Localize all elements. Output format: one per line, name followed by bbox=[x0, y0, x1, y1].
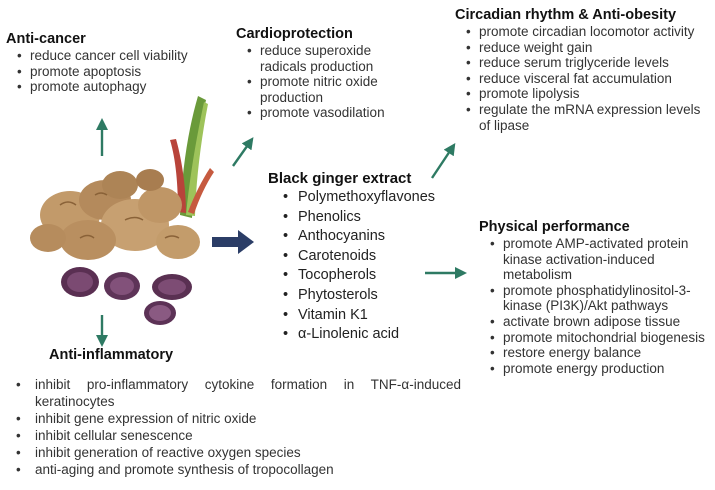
list-item: activate brown adipose tissue bbox=[487, 314, 711, 330]
list-item: Polymethoxyflavones bbox=[280, 188, 468, 208]
list-item: inhibit generation of reactive oxygen sp… bbox=[13, 444, 461, 461]
arrow-to-cardioprotection bbox=[232, 137, 254, 167]
list-item: promote vasodilation bbox=[244, 105, 421, 121]
cardioprotection-block: Cardioprotection reduce superoxide radic… bbox=[236, 26, 421, 121]
circadian-block: Circadian rhythm & Anti-obesity promote … bbox=[455, 7, 710, 133]
extract-title: Black ginger extract bbox=[268, 170, 412, 187]
cardioprotection-title: Cardioprotection bbox=[236, 26, 353, 42]
list-item: promote AMP-activated protein kinase act… bbox=[487, 236, 711, 283]
circadian-title: Circadian rhythm & Anti-obesity bbox=[455, 7, 677, 23]
list-item: Vitamin K1 bbox=[280, 306, 468, 326]
list-item: inhibit pro-inflammatory cytokine format… bbox=[13, 376, 461, 410]
list-item: inhibit gene expression of nitric oxide bbox=[13, 410, 461, 427]
extract-block: Black ginger extract Polymethoxyflavones… bbox=[268, 170, 468, 345]
list-item: promote nitric oxide production bbox=[244, 74, 421, 105]
black-ginger-image bbox=[30, 96, 214, 325]
anti-cancer-block: Anti-cancer reduce cancer cell viability… bbox=[6, 31, 206, 95]
physical-performance-title: Physical performance bbox=[479, 219, 630, 235]
list-item: Phytosterols bbox=[280, 286, 468, 306]
list-item: promote autophagy bbox=[14, 79, 206, 95]
physical-performance-block: Physical performance promote AMP-activat… bbox=[479, 219, 711, 376]
list-item: reduce weight gain bbox=[463, 40, 710, 56]
list-item: Carotenoids bbox=[280, 247, 468, 267]
extract-list: Polymethoxyflavones Phenolics Anthocyani… bbox=[268, 188, 468, 345]
list-item: reduce superoxide radicals production bbox=[244, 43, 421, 74]
list-item: Phenolics bbox=[280, 208, 468, 228]
list-item: Tocopherols bbox=[280, 266, 468, 286]
list-item: anti-aging and promote synthesis of trop… bbox=[13, 461, 461, 478]
list-item: promote circadian locomotor activity bbox=[463, 24, 710, 40]
main-arrow bbox=[212, 230, 254, 254]
physical-performance-list: promote AMP-activated protein kinase act… bbox=[479, 236, 711, 376]
arrow-to-circadian bbox=[431, 143, 456, 179]
anti-inflammatory-title: Anti-inflammatory bbox=[49, 347, 174, 363]
anti-cancer-title: Anti-cancer bbox=[6, 31, 86, 47]
list-item: restore energy balance bbox=[487, 345, 711, 361]
anti-cancer-list: reduce cancer cell viability promote apo… bbox=[6, 48, 206, 95]
list-item: Anthocyanins bbox=[280, 227, 468, 247]
cardioprotection-list: reduce superoxide radicals production pr… bbox=[236, 43, 421, 121]
list-item: reduce visceral fat accumulation bbox=[463, 71, 710, 87]
list-item: promote phosphatidylinositol-3-kinase (P… bbox=[487, 283, 711, 314]
list-item: promote lipolysis bbox=[463, 86, 710, 102]
list-item: promote apoptosis bbox=[14, 64, 206, 80]
list-item: promote mitochondrial biogenesis bbox=[487, 330, 711, 346]
list-item: α-Linolenic acid bbox=[280, 325, 468, 345]
anti-inflammatory-block: Anti-inflammatory inhibit pro-inflammato… bbox=[16, 347, 461, 478]
list-item: reduce cancer cell viability bbox=[14, 48, 206, 64]
list-item: promote energy production bbox=[487, 361, 711, 377]
anti-inflammatory-list: inhibit pro-inflammatory cytokine format… bbox=[13, 376, 461, 478]
list-item: inhibit cellular senescence bbox=[13, 427, 461, 444]
list-item: reduce serum triglyceride levels bbox=[463, 55, 710, 71]
list-item: regulate the mRNA expression levels of l… bbox=[463, 102, 710, 133]
circadian-list: promote circadian locomotor activity red… bbox=[455, 24, 710, 133]
